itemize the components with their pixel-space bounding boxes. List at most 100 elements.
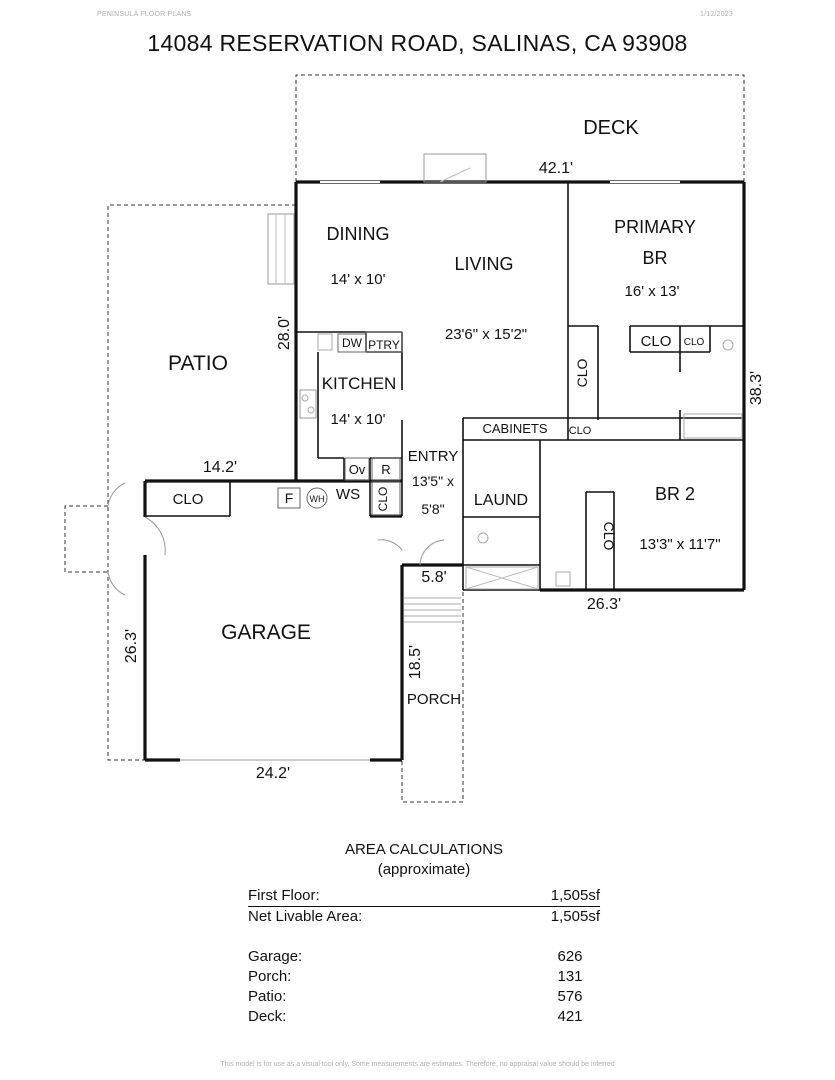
dim-right: 38.3' xyxy=(748,371,765,405)
disclaimer: This model is for use as a visual tool o… xyxy=(220,1061,615,1068)
label-dw: DW xyxy=(342,336,363,350)
label-br2: BR 2 xyxy=(655,484,695,504)
dim-left-house: 28.0' xyxy=(276,316,293,350)
door-swing-side-top xyxy=(107,482,126,507)
label-dining-dim: 14' x 10' xyxy=(331,271,386,288)
area-subtitle: (approximate) xyxy=(377,861,471,878)
area-title: AREA CALCULATIONS xyxy=(344,841,504,858)
area-value: 421 xyxy=(557,1008,583,1025)
area-calculations: AREA CALCULATIONS (approximate) First Fl… xyxy=(248,840,600,1027)
label-primary-br: BR xyxy=(642,248,667,268)
label-entry-dim1: 13'5" x xyxy=(412,473,454,489)
page-title: 14084 RESERVATION ROAD, SALINAS, CA 9390… xyxy=(147,30,688,56)
label-living-dim: 23'6" x 15'2" xyxy=(445,326,527,343)
dim-br2-bottom: 26.3' xyxy=(587,596,621,613)
porch-steps xyxy=(404,597,461,623)
side-box-outline xyxy=(64,505,108,573)
interior-walls xyxy=(145,182,744,591)
label-primary: PRIMARY xyxy=(614,217,696,237)
tub-primary xyxy=(683,413,743,439)
area-label: Patio: xyxy=(248,988,287,1005)
shower-laund xyxy=(465,566,539,590)
label-laund: LAUND xyxy=(474,492,528,509)
area-value: 1,505sf xyxy=(550,908,600,925)
toilet-laund xyxy=(477,532,489,544)
door-swing-garage-left xyxy=(144,516,166,556)
door-swing-side xyxy=(107,571,126,596)
dim-porch-top: 5.8' xyxy=(421,569,446,586)
label-ov: Ov xyxy=(349,462,366,477)
area-row-porch: Porch: 131 xyxy=(248,967,600,987)
area-row-deck: Deck: 421 xyxy=(248,1007,600,1027)
label-kitchen: KITCHEN xyxy=(322,374,397,393)
label-kitchen-dim: 14' x 10' xyxy=(331,411,386,428)
label-clo-entry: CLO xyxy=(376,487,390,512)
dim-garage-bottom: 24.2' xyxy=(256,765,290,782)
label-clo-primary-2: CLO xyxy=(684,337,705,348)
water-heater xyxy=(306,487,328,509)
area-row-garage: Garage: 626 xyxy=(248,947,600,967)
dim-patio-top: 14.2' xyxy=(203,459,237,476)
label-br2-dim: 13'3" x 11'7" xyxy=(639,536,720,553)
window-patio-door xyxy=(267,213,295,285)
sink xyxy=(317,333,333,351)
dimension-labels: 42.1' 28.0' 38.3' 14.2' 26.3' 5.8' 26.3'… xyxy=(123,160,765,782)
dim-porch-side: 18.5' xyxy=(407,645,424,679)
label-clo-br2: CLO xyxy=(601,522,617,551)
label-entry-dim2: 5'8" xyxy=(421,501,444,517)
ptry-box xyxy=(365,331,403,353)
area-label: Porch: xyxy=(248,968,292,985)
dashed-outlines xyxy=(64,74,745,803)
toilet-primary xyxy=(722,339,734,351)
patio-outline xyxy=(107,204,296,761)
area-label: Deck: xyxy=(248,1008,287,1025)
label-garage: GARAGE xyxy=(221,621,311,644)
area-label: Garage: xyxy=(248,948,303,965)
dim-garage-left: 26.3' xyxy=(123,629,140,663)
label-wh: WH xyxy=(310,494,325,504)
label-primary-dim: 16' x 13' xyxy=(625,283,680,300)
floor-plan: DECK DINING 14' x 10' LIVING 23'6" x 15'… xyxy=(64,74,765,803)
label-ws: WS xyxy=(336,486,360,503)
dim-top: 42.1' xyxy=(539,160,573,177)
label-clo-primary-1: CLO xyxy=(641,333,672,350)
fireplace xyxy=(423,153,487,183)
label-clo-cab: CLO xyxy=(569,425,592,437)
label-f: F xyxy=(285,490,294,506)
room-labels: DECK DINING 14' x 10' LIVING 23'6" x 15'… xyxy=(168,117,721,708)
label-porch: PORCH xyxy=(407,691,461,708)
area-value: 1,505sf xyxy=(550,887,600,904)
label-entry: ENTRY xyxy=(408,448,459,465)
area-value: 576 xyxy=(557,988,583,1005)
label-patio: PATIO xyxy=(168,352,228,375)
porch-outline xyxy=(401,590,464,803)
company-name: PENINSULA FLOOR PLANS xyxy=(97,11,192,18)
label-cabinets: CABINETS xyxy=(482,421,547,436)
oven-box xyxy=(344,457,370,481)
label-clo-hall: CLO xyxy=(574,359,590,388)
area-row-net: Net Livable Area: 1,505sf xyxy=(248,907,600,927)
area-value: 131 xyxy=(557,968,583,985)
fixtures xyxy=(107,153,743,761)
label-ptry: PTRY xyxy=(368,338,400,352)
deck-outline xyxy=(295,74,745,182)
label-r: R xyxy=(381,462,390,477)
fridge-box xyxy=(371,457,401,481)
clo-kitchen-box xyxy=(371,481,401,516)
area-label: Net Livable Area: xyxy=(248,908,363,925)
vanity-br2 xyxy=(555,571,571,587)
area-row-patio: Patio: 576 xyxy=(248,987,600,1007)
furnace xyxy=(277,487,301,509)
label-deck: DECK xyxy=(583,117,639,139)
plan-date: 1/12/2023 xyxy=(700,11,733,18)
label-clo-patio: CLO xyxy=(173,491,204,508)
label-living: LIVING xyxy=(454,254,513,274)
area-row-first-floor: First Floor: 1,505sf xyxy=(248,886,600,907)
area-value: 626 xyxy=(557,948,583,965)
door-swing-front xyxy=(419,539,445,566)
fixture-labels: DW PTRY CLO CLO CLO CABINETS CLO Ov R CL… xyxy=(173,333,705,550)
area-label: First Floor: xyxy=(248,887,320,904)
door-swing-entry xyxy=(377,539,403,551)
stove xyxy=(299,389,317,419)
label-dining: DINING xyxy=(327,224,390,244)
